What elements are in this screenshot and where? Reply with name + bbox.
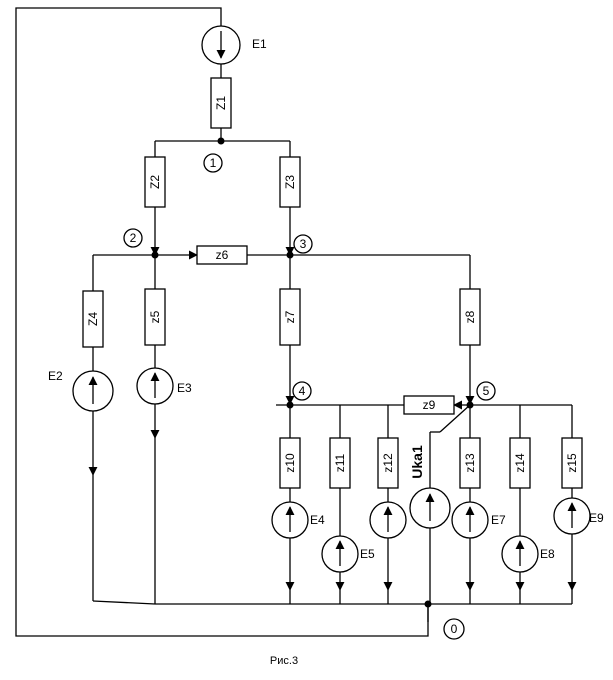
svg-text:E9: E9 [589,511,604,525]
impedance-z4: Z4 [82,290,104,348]
svg-text:E1: E1 [252,37,267,51]
source-e1: E1 [201,25,267,65]
svg-text:z9: z9 [423,398,436,412]
svg-text:2: 2 [130,231,137,245]
impedance-z2: Z2 [144,156,166,208]
source-e7: E7 [451,501,506,539]
impedance-z5: z5 [144,288,166,346]
impedance-z13: z13 [459,437,481,489]
svg-text:4: 4 [299,384,306,398]
impedance-z9: z9 [403,395,455,415]
svg-text:Z1: Z1 [214,96,228,110]
impedance-z3: Z3 [279,156,301,208]
svg-text:z14: z14 [513,453,527,473]
source-e4: E4 [271,501,325,539]
svg-text:E5: E5 [360,547,375,561]
node-1: 1 [203,153,223,173]
node-0: 0 [443,618,465,640]
svg-text:E3: E3 [177,381,192,395]
svg-text:E2: E2 [48,369,63,383]
svg-text:3: 3 [300,237,307,251]
impedance-z8: z8 [459,288,481,346]
source-e8: E8 [501,535,555,573]
svg-text:Z2: Z2 [148,175,162,189]
source-e5: E5 [321,535,375,573]
source-uka1: Uka1 [409,445,451,529]
svg-text:Z4: Z4 [86,312,100,326]
source-e6 [369,501,407,539]
node-5: 5 [476,381,496,401]
source-e2: E2 [48,369,114,412]
svg-text:z6: z6 [216,248,229,262]
svg-text:Uka1: Uka1 [409,445,425,479]
svg-text:z12: z12 [381,453,395,473]
node-4: 4 [292,381,312,401]
impedance-z11: z11 [329,437,351,489]
source-e3: E3 [136,367,192,405]
svg-text:z15: z15 [565,453,579,473]
source-e9: E9 [553,497,604,535]
impedance-z12: z12 [377,437,399,489]
svg-text:0: 0 [451,622,458,636]
svg-text:E8: E8 [540,547,555,561]
junction-dots [151,137,474,608]
figure-caption: Рис.3 [270,655,298,667]
svg-text:z10: z10 [283,453,297,473]
wires [15,7,577,637]
impedance-z15: z15 [561,437,583,489]
impedance-z14: z14 [509,437,531,489]
svg-text:5: 5 [483,384,490,398]
svg-text:z11: z11 [333,453,347,472]
node-2: 2 [123,228,143,248]
impedance-z1: Z1 [210,77,232,129]
svg-text:Z3: Z3 [283,175,297,189]
svg-text:E4: E4 [310,513,325,527]
svg-text:z7: z7 [283,310,297,323]
impedance-z7: z7 [279,288,301,346]
svg-text:1: 1 [210,156,217,170]
svg-text:z13: z13 [463,453,477,473]
svg-text:z8: z8 [463,310,477,323]
impedance-z6: z6 [196,245,248,265]
impedance-z10: z10 [279,437,301,489]
svg-text:E7: E7 [491,513,506,527]
svg-text:z5: z5 [148,310,162,323]
node-3: 3 [293,234,313,254]
